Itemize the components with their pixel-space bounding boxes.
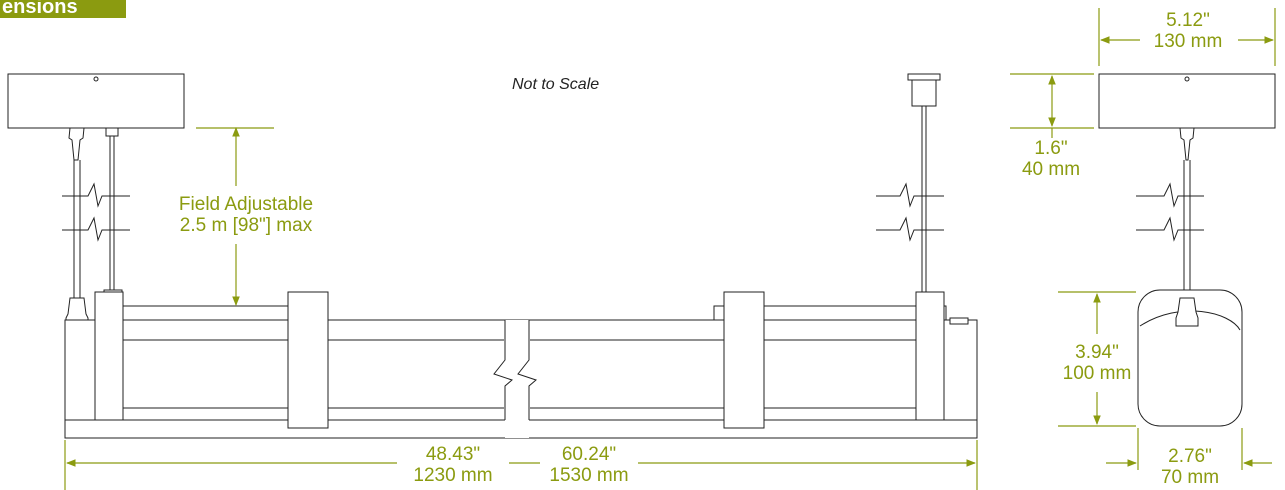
dim-length-a: 48.43" 1230 mm [398,444,508,486]
mounting-clip-right [723,291,765,429]
side-canopy [1098,73,1276,129]
right-break-marks [876,182,944,242]
side-cord-grip [1179,127,1195,161]
side-break-marks [1136,182,1204,242]
dim-canopy-width-inch: 5.12" [1166,10,1210,31]
dim-body-height: 3.94" 100 mm [1050,342,1144,384]
dim-suspension-line2: 2.5 m [98"] max [179,215,313,236]
dim-body-width-inch: 2.76" [1168,446,1212,467]
dim-canopy-height: 1.6" 40 mm [1006,138,1096,180]
dim-suspension-line1: Field Adjustable [178,194,314,215]
dim-suspension: Field Adjustable 2.5 m [98"] max [166,194,326,236]
left-break-marks [62,182,130,242]
dim-body-height-mm: 100 mm [1062,363,1132,384]
dim-length-b-inch: 60.24" [561,444,617,465]
dim-body-width: 2.76" 70 mm [1146,446,1234,488]
dim-length-a-inch: 48.43" [425,444,481,465]
dim-length-a-mm: 1230 mm [413,465,493,486]
dim-length-b: 60.24" 1530 mm [540,444,638,486]
dim-canopy-height-inch: 1.6" [1034,138,1068,159]
left-canopy [7,73,185,129]
top-rail-right [713,305,947,321]
end-cap-left [94,291,124,421]
end-cap-right [915,291,945,421]
dim-canopy-width-mm: 130 mm [1153,31,1223,52]
left-cord-grip [68,127,85,161]
dim-length-b-mm: 1530 mm [549,465,629,486]
dim-body-width-mm: 70 mm [1160,467,1220,488]
dim-canopy-height-mm: 40 mm [1021,159,1081,180]
body-break-marks [493,320,537,420]
mounting-clip-left [287,291,329,429]
dim-canopy-width: 5.12" 130 mm [1132,10,1244,52]
section-title-tab: ensions [0,0,126,18]
scale-note: Not to Scale [512,76,600,93]
dim-body-height-inch: 3.94" [1075,342,1119,363]
section-title: ensions [2,0,78,18]
